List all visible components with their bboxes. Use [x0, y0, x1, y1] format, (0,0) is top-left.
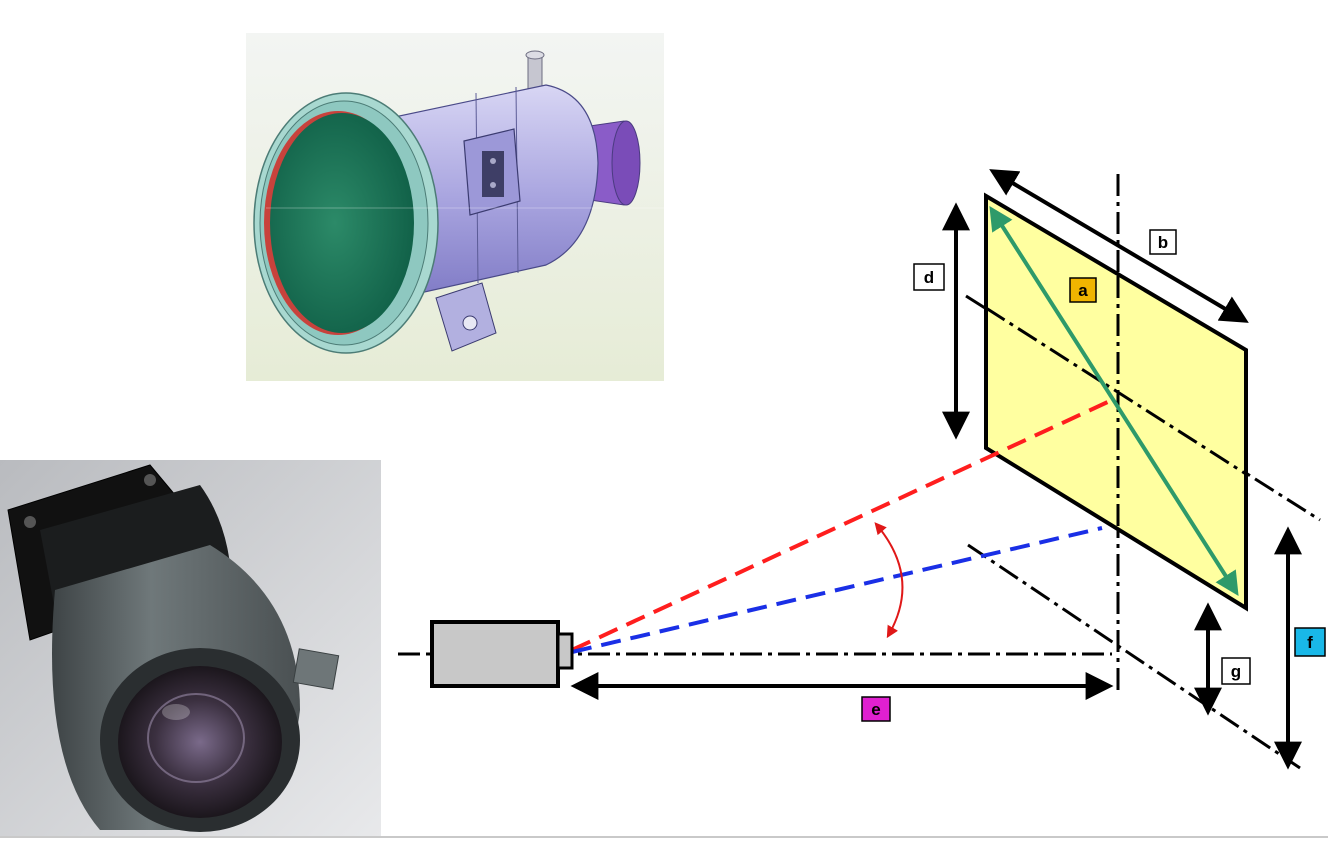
angle-arc: [874, 522, 904, 639]
lens-cad-render: [246, 33, 664, 381]
label-e-text: e: [871, 700, 880, 719]
upper-ray: [571, 398, 1113, 652]
label-b-text: b: [1158, 233, 1168, 252]
lower-ray: [571, 526, 1103, 654]
label-b: b: [1149, 229, 1177, 255]
label-d: d: [913, 263, 945, 291]
label-a: a: [1069, 277, 1097, 303]
projector-body: [430, 620, 560, 688]
label-g: g: [1221, 657, 1251, 685]
dim-arrow-b: [989, 169, 1249, 323]
lens-photo: [0, 460, 381, 837]
label-e: e: [861, 696, 891, 722]
bottom-divider: [0, 836, 1328, 838]
label-d-text: d: [924, 268, 934, 287]
label-f: f: [1294, 627, 1326, 657]
label-g-text: g: [1231, 662, 1241, 681]
label-a-text: a: [1078, 281, 1088, 300]
label-f-text: f: [1307, 633, 1313, 652]
projector-lens: [556, 632, 574, 670]
floor-line: [967, 543, 1301, 770]
